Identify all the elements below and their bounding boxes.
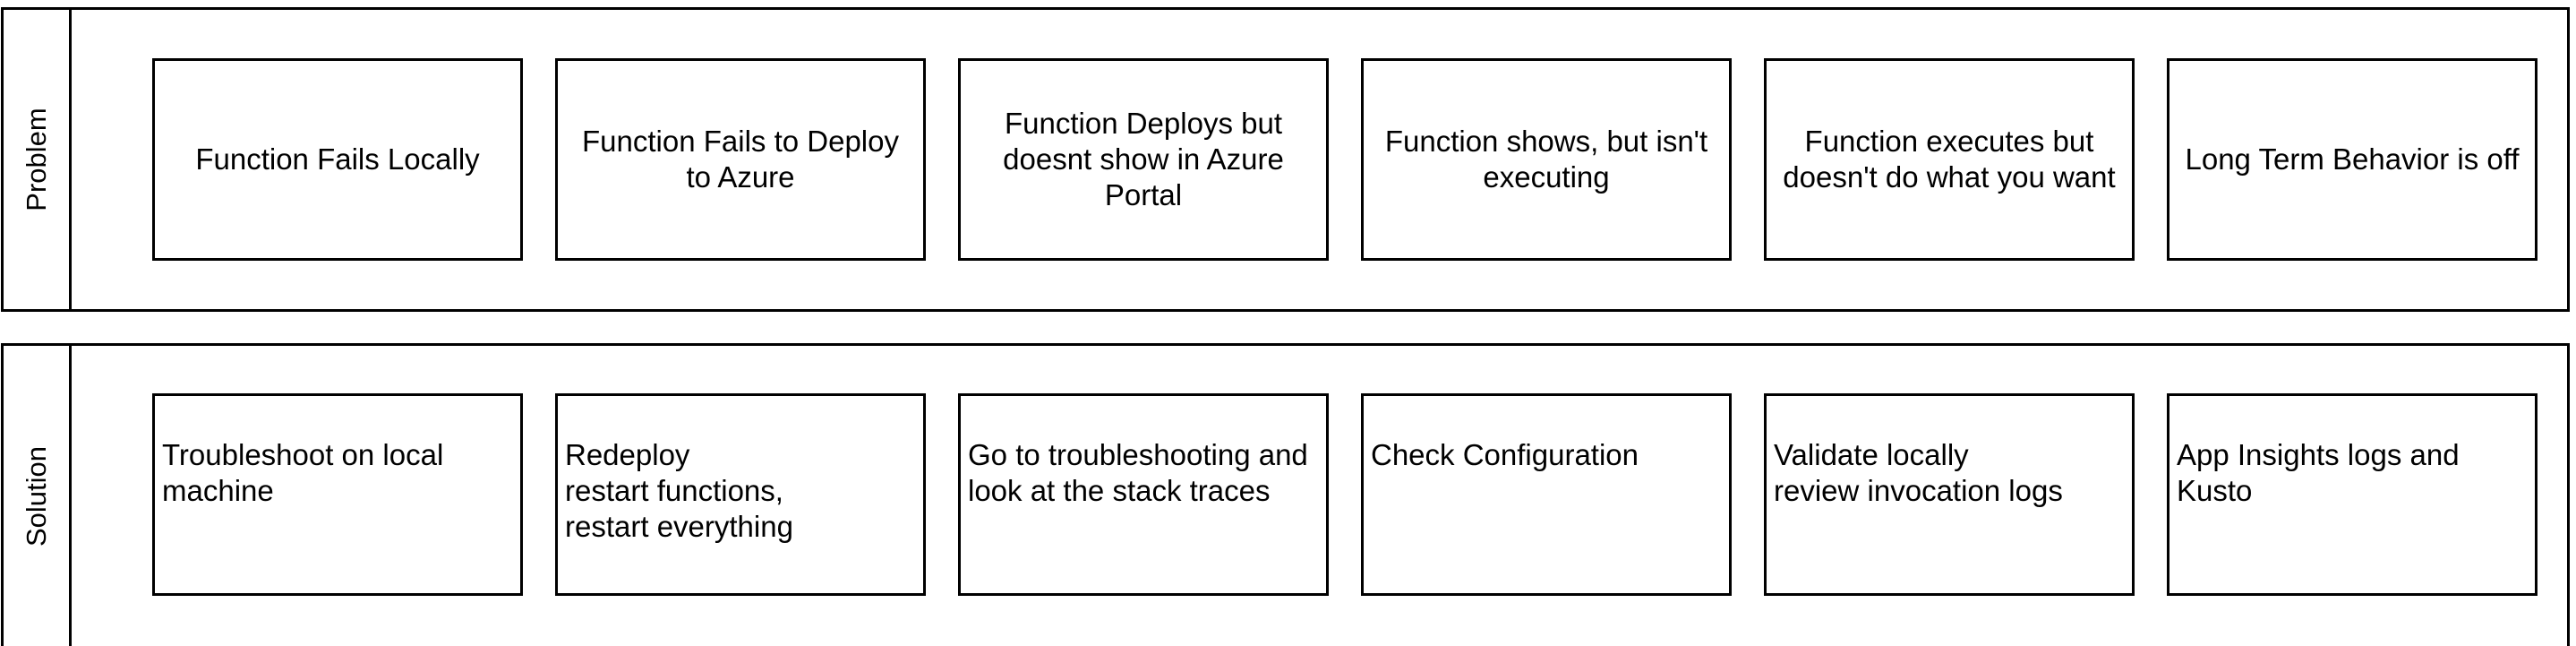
solution-box-label: Troubleshoot on local machine bbox=[162, 438, 444, 507]
solution-box-redeploy[interactable]: Redeploy restart functions, restart ever… bbox=[555, 393, 926, 596]
problem-box-fails-to-deploy[interactable]: Function Fails to Deploy to Azure bbox=[555, 58, 926, 261]
problem-box-label: Function executes but doesn't do what yo… bbox=[1783, 125, 2116, 194]
solution-box-label: Go to troubleshooting and look at the st… bbox=[968, 438, 1308, 507]
problem-box-not-executing[interactable]: Function shows, but isn't executing bbox=[1361, 58, 1732, 261]
solution-lane: Solution Troubleshoot on local machine R… bbox=[1, 343, 2570, 646]
solution-lane-header: Solution bbox=[4, 346, 72, 646]
solution-box-label: Validate locally review invocation logs bbox=[1774, 438, 2063, 507]
solution-box-label: App Insights logs and Kusto bbox=[2177, 438, 2460, 507]
problem-box-not-in-portal[interactable]: Function Deploys but doesnt show in Azur… bbox=[958, 58, 1329, 261]
problem-box-label: Function Fails Locally bbox=[195, 142, 480, 176]
problem-box-label: Function Fails to Deploy to Azure bbox=[582, 125, 899, 194]
solution-box-stack-traces[interactable]: Go to troubleshooting and look at the st… bbox=[958, 393, 1329, 596]
problem-lane: Problem Function Fails Locally Function … bbox=[1, 7, 2570, 312]
problem-box-label: Function shows, but isn't executing bbox=[1384, 125, 1708, 194]
problem-box-fails-locally[interactable]: Function Fails Locally bbox=[152, 58, 523, 261]
problem-box-label: Function Deploys but doesnt show in Azur… bbox=[1003, 107, 1284, 211]
solution-box-check-config[interactable]: Check Configuration bbox=[1361, 393, 1732, 596]
solution-box-troubleshoot-local[interactable]: Troubleshoot on local machine bbox=[152, 393, 523, 596]
problem-lane-title: Problem bbox=[20, 108, 52, 211]
problem-lane-header: Problem bbox=[4, 10, 72, 309]
problem-box-long-term[interactable]: Long Term Behavior is off bbox=[2167, 58, 2537, 261]
solution-box-validate-locally[interactable]: Validate locally review invocation logs bbox=[1764, 393, 2135, 596]
solution-lane-title: Solution bbox=[20, 445, 52, 547]
solution-box-label: Check Configuration bbox=[1371, 438, 1639, 471]
problem-box-wrong-behavior[interactable]: Function executes but doesn't do what yo… bbox=[1764, 58, 2135, 261]
problem-box-label: Long Term Behavior is off bbox=[2185, 142, 2520, 176]
solution-box-label: Redeploy restart functions, restart ever… bbox=[565, 438, 793, 543]
solution-box-app-insights[interactable]: App Insights logs and Kusto bbox=[2167, 393, 2537, 596]
